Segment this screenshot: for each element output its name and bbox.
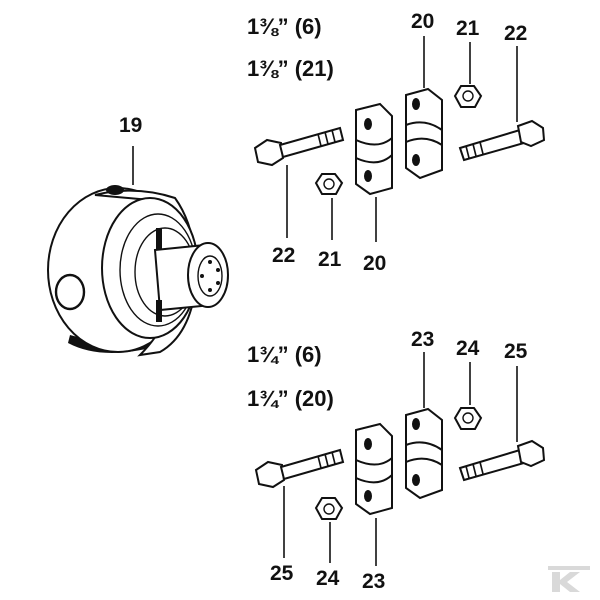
nut-21-right — [453, 85, 483, 108]
size-upper-line2: 1⅜” (21) — [247, 56, 334, 81]
part-label-21-bottom: 21 — [318, 248, 342, 271]
part-label-25-top: 25 — [504, 340, 528, 363]
clamp-23-right — [405, 407, 443, 500]
part-label-20-bottom: 20 — [363, 252, 386, 275]
nut-24-left — [314, 497, 344, 520]
part-label-22-bottom: 22 — [272, 244, 295, 267]
nut-24-right — [453, 407, 483, 430]
size-lower-line1: 1¾” (6) — [247, 342, 322, 367]
part-label-22-top: 22 — [504, 22, 527, 45]
bolt-22-right — [458, 119, 546, 162]
bolt-25-right — [458, 439, 546, 482]
part-label-21-top: 21 — [456, 17, 480, 40]
kramp-k-logo-icon — [548, 566, 590, 592]
coupler-hub-19 — [47, 185, 229, 357]
part-label-24-bottom: 24 — [316, 567, 340, 590]
clamp-20-left — [355, 102, 393, 196]
part-label-24-top: 24 — [456, 337, 480, 360]
clamp-23-left — [355, 422, 393, 516]
clamp-20-right — [405, 87, 443, 180]
size-lower-line2: 1¾” (20) — [247, 386, 334, 411]
part-label-25-bottom: 25 — [270, 562, 294, 585]
part-label-23-bottom: 23 — [362, 570, 385, 593]
size-upper-line1: 1⅜” (6) — [247, 14, 322, 39]
bolt-25-left — [254, 448, 345, 489]
nut-21-left — [314, 173, 344, 195]
part-label-19: 19 — [119, 114, 142, 137]
part-label-23-top: 23 — [411, 328, 434, 351]
part-label-20-top: 20 — [411, 10, 434, 33]
bolt-22-left — [253, 126, 345, 167]
